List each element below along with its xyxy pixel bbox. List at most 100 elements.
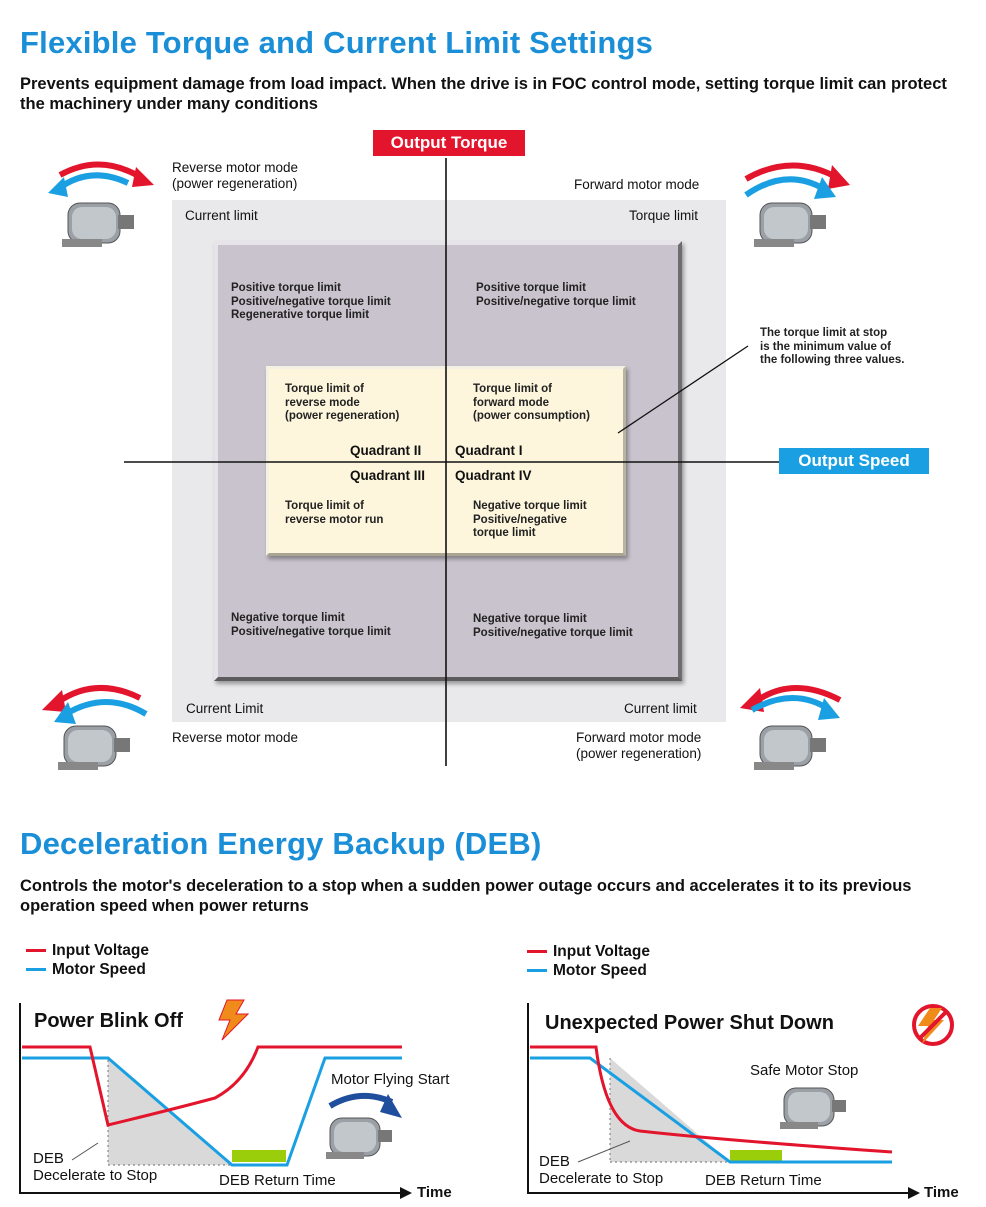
deb-label-line2: Decelerate to Stop xyxy=(33,1167,158,1184)
inner-bl-line1: Torque limit of xyxy=(285,500,365,512)
top-right-mode: Forward motor mode xyxy=(574,177,700,192)
outer-label-tl: Current limit xyxy=(185,208,258,223)
callout-line1: The torque limit at stop xyxy=(760,327,888,339)
deb-label-line2: Decelerate to Stop xyxy=(539,1170,664,1187)
section-title-deb: Deceleration Energy Backup (DEB) xyxy=(20,826,542,861)
rotation-arrow-icon xyxy=(380,1094,402,1118)
input-voltage-line xyxy=(530,1045,893,1154)
legend-speed-label: Motor Speed xyxy=(52,961,146,978)
rotation-arrow-icon xyxy=(744,162,838,182)
legend-voltage: Input Voltage xyxy=(527,942,650,961)
input-voltage-line xyxy=(22,1045,402,1127)
motor-forward-regen-icon xyxy=(740,685,842,770)
deb-decelerate-label-left: DEB Decelerate to Stop xyxy=(33,1150,157,1184)
inner-label-bl: Torque limit of reverse motor run xyxy=(285,500,383,527)
motor-reverse-regen-icon xyxy=(48,161,154,247)
legend-voltage-label: Input Voltage xyxy=(553,943,651,960)
section-description-deb: Controls the motor's deceleration to a s… xyxy=(20,877,912,915)
output-torque-tag: Output Torque xyxy=(373,130,525,156)
inner-tr-line3: (power consumption) xyxy=(473,410,590,422)
section-title-torque: Flexible Torque and Current Limit Settin… xyxy=(20,25,654,60)
safe-motor-stop-label: Safe Motor Stop xyxy=(750,1062,859,1079)
chart-axes xyxy=(19,1003,402,1194)
bottom-right-mode-line2: (power regeneration) xyxy=(576,746,702,761)
output-speed-tag: Output Speed xyxy=(779,448,929,474)
inner-label-tr: Torque limit of forward mode (power cons… xyxy=(473,383,590,424)
legend-voltage-label: Input Voltage xyxy=(52,942,150,959)
rotation-arrow-icon xyxy=(58,161,142,180)
inner-tr-line2: forward mode xyxy=(473,396,550,409)
middle-tl-line2: Positive/negative torque limit xyxy=(231,295,391,308)
bottom-right-mode: Forward motor mode (power regeneration) xyxy=(576,730,701,762)
callout-line xyxy=(617,345,749,434)
time-axis-label-right: Time xyxy=(924,1184,959,1201)
legend-speed-label: Motor Speed xyxy=(553,962,647,979)
chart-power-blink-off xyxy=(19,999,412,1199)
inner-label-br: Negative torque limit Positive/negative … xyxy=(473,500,587,541)
inner-br-line3: torque limit xyxy=(473,527,536,539)
middle-bl-line1: Negative torque limit xyxy=(231,612,345,624)
callout-line2: is the minimum value of xyxy=(760,340,891,353)
quadrant-3-label: Quadrant III xyxy=(350,468,426,483)
quadrant-2-label: Quadrant II xyxy=(350,443,422,458)
deb-area xyxy=(610,1058,730,1162)
top-left-mode: Reverse motor mode (power regeneration) xyxy=(172,160,298,192)
middle-tl-line1: Positive torque limit xyxy=(231,282,341,294)
inner-br-line1: Negative torque limit xyxy=(473,500,587,512)
axes-layer xyxy=(124,158,780,766)
callout-line3: the following three values. xyxy=(760,354,905,366)
rotation-arrow-icon xyxy=(756,685,842,703)
middle-label-bl: Negative torque limit Positive/negative … xyxy=(231,612,391,639)
deb-label-line1: DEB xyxy=(33,1150,64,1167)
deb-return-bar xyxy=(730,1150,782,1162)
chart-left-title: Power Blink Off xyxy=(34,1010,183,1032)
inner-bl-line2: reverse motor run xyxy=(285,513,384,526)
deb-decelerate-label-right: DEB Decelerate to Stop xyxy=(539,1153,663,1187)
motor-reverse-icon xyxy=(42,685,148,770)
outer-label-tr: Torque limit xyxy=(629,208,699,223)
middle-tl-line3: Regenerative torque limit xyxy=(231,309,370,321)
inner-label-tl: Torque limit of reverse mode (power rege… xyxy=(285,383,399,424)
legend-speed: Motor Speed xyxy=(26,960,149,979)
middle-br-line1: Negative torque limit xyxy=(473,613,587,625)
inner-tl-line2: reverse mode xyxy=(285,396,360,409)
inner-tl-line1: Torque limit of xyxy=(285,383,365,395)
time-arrow-icon xyxy=(908,1187,920,1199)
inner-br-line2: Positive/negative xyxy=(473,513,567,526)
legend-voltage: Input Voltage xyxy=(26,941,149,960)
motor-forward-icon xyxy=(744,162,850,247)
outer-label-bl: Current Limit xyxy=(186,701,264,716)
deb-label-line1: DEB xyxy=(539,1153,570,1170)
outer-label-br: Current limit xyxy=(624,701,697,716)
middle-br-line2: Positive/negative torque limit xyxy=(473,626,633,639)
deb-return-time-label-left: DEB Return Time xyxy=(219,1172,336,1189)
quadrant-1-label: Quadrant I xyxy=(455,443,523,458)
middle-tr-line1: Positive torque limit xyxy=(476,282,586,294)
legend-left: Input Voltage Motor Speed xyxy=(26,941,149,979)
deb-return-time-label-right: DEB Return Time xyxy=(705,1172,822,1189)
middle-bl-line2: Positive/negative torque limit xyxy=(231,625,391,638)
middle-label-br: Negative torque limit Positive/negative … xyxy=(473,613,633,640)
chart-axes xyxy=(527,1003,910,1194)
middle-label-tr: Positive torque limit Positive/negative … xyxy=(476,282,636,309)
inner-tr-line1: Torque limit of xyxy=(473,383,553,395)
rotation-arrow-icon xyxy=(56,685,142,705)
legend-speed: Motor Speed xyxy=(527,961,650,980)
top-left-mode-line2: (power regeneration) xyxy=(172,176,298,191)
bottom-left-mode: Reverse motor mode xyxy=(172,730,299,745)
section-description-torque: Prevents equipment damage from load impa… xyxy=(20,75,947,113)
quadrant-4-label: Quadrant IV xyxy=(455,468,532,483)
chart-unexpected-shut-down xyxy=(527,1003,954,1199)
inner-tl-line3: (power regeneration) xyxy=(285,410,400,422)
legend-right: Input Voltage Motor Speed xyxy=(527,942,650,980)
chart-right-title: Unexpected Power Shut Down xyxy=(545,1012,834,1034)
lightning-icon xyxy=(218,999,250,1041)
top-left-mode-line1: Reverse motor mode xyxy=(172,160,299,175)
motor-speed-line xyxy=(530,1056,892,1164)
time-axis-label-left: Time xyxy=(417,1184,452,1201)
time-arrow-icon xyxy=(400,1187,412,1199)
motor-flying-start-label: Motor Flying Start xyxy=(331,1071,450,1088)
bottom-right-mode-line1: Forward motor mode xyxy=(576,730,702,745)
deb-return-bar xyxy=(232,1150,286,1162)
no-power-icon xyxy=(912,1004,954,1046)
